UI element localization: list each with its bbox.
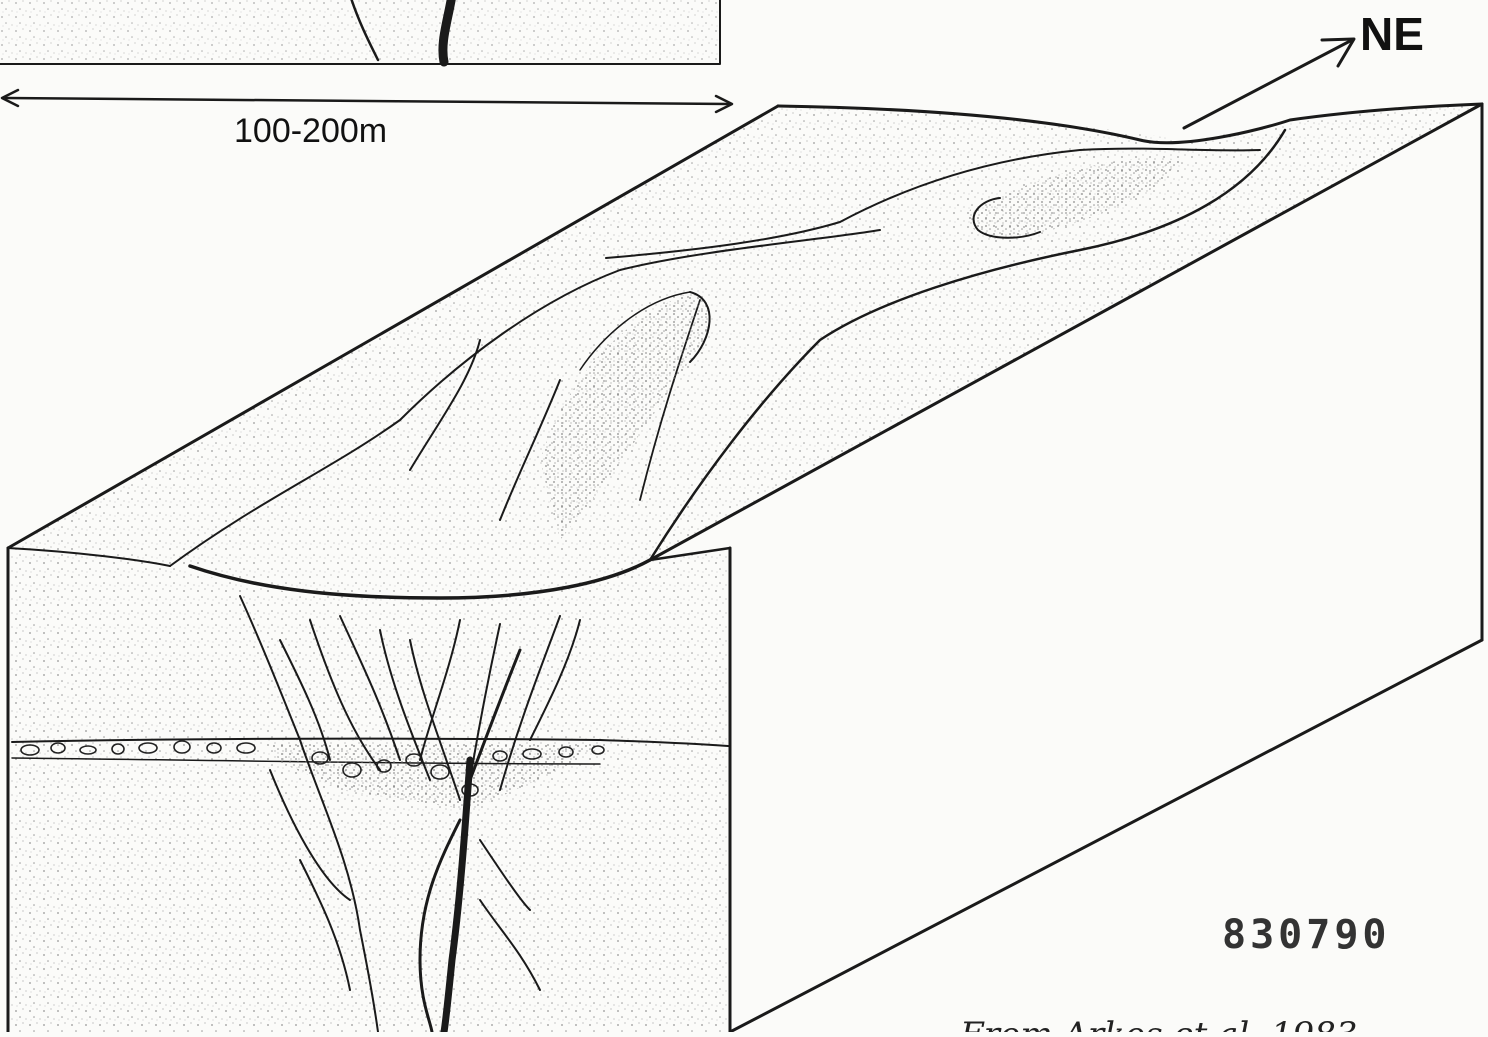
scale-bar: 100-200m — [2, 90, 732, 150]
source-credit: From Arkos et al. 1983 — [959, 1015, 1357, 1032]
block-top-surface — [8, 104, 1482, 596]
scale-label: 100-200m — [234, 112, 387, 150]
direction-label: NE — [1360, 8, 1424, 60]
archive-stamp-number: 830790 — [1222, 912, 1391, 958]
inset-box-fragment — [0, 0, 720, 64]
